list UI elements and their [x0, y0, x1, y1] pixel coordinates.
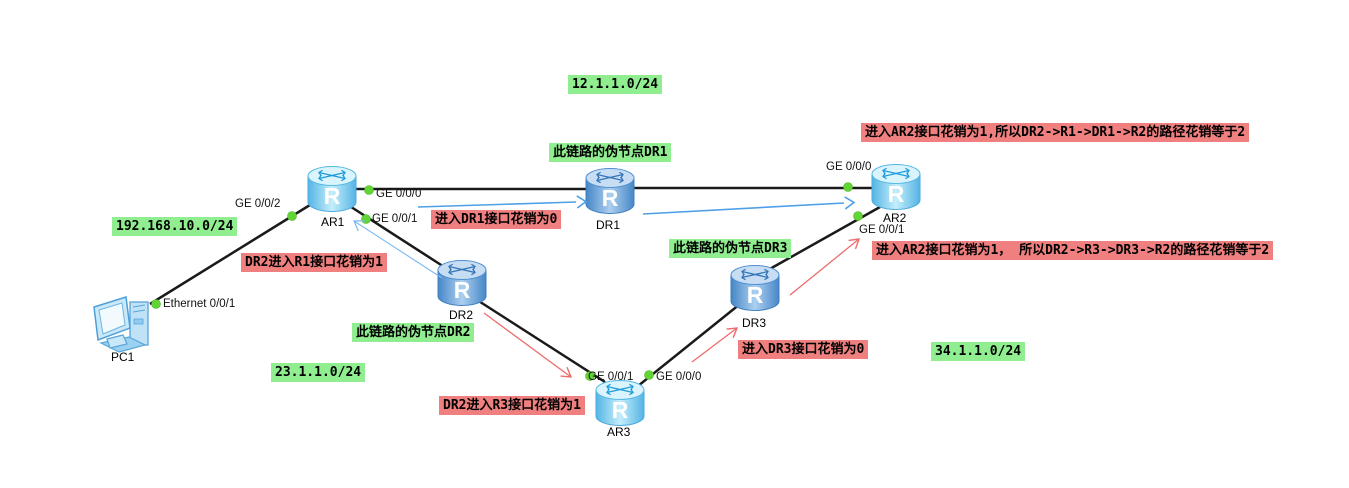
port-label-ar3-ge000: GE 0/0/0 — [656, 371, 702, 383]
port-label-ar1-ge002: GE 0/0/2 — [235, 198, 281, 210]
note-path-cost-via-dr3[interactable]: 进入AR2接口花销为1， 所以DR2->R3->DR3->R2的路径花销等于2 — [872, 241, 1274, 260]
blue-arrow-dr1-to-ar2 — [642, 196, 856, 215]
red-arrow-dr3-to-ar2 — [789, 238, 861, 296]
device-label-dr2: DR2 — [449, 308, 474, 322]
port-label-ar1-ge000: GE 0/0/0 — [376, 188, 422, 200]
port-dot-ar2-ge000 — [843, 182, 853, 192]
pc-icon-pc1[interactable] — [93, 296, 149, 353]
port-label-ar2-ge000: GE 0/0/0 — [826, 161, 872, 173]
note-pseudonode-dr3[interactable]: 此链路的伪节点DR3 — [669, 239, 792, 258]
port-dot-ar1-ge001 — [361, 214, 371, 224]
port-label-ar1-ge001: GE 0/0/1 — [372, 213, 418, 225]
note-network-192-168-10[interactable]: 192.168.10.0/24 — [112, 217, 238, 236]
port-dot-ar3-ge001 — [585, 371, 595, 381]
router-icon-ar2[interactable] — [872, 165, 920, 210]
device-label-dr3: DR3 — [742, 316, 767, 330]
port-dot-ar2-ge001 — [853, 211, 863, 221]
note-pseudonode-dr2[interactable]: 此链路的伪节点DR2 — [352, 323, 475, 342]
port-dot-ar1-ge000 — [364, 185, 374, 195]
device-label-dr1: DR1 — [596, 218, 621, 232]
router-icon-dr2[interactable] — [438, 261, 486, 306]
link-ar1-dr2 — [344, 201, 453, 274]
port-dot-ar1-ge002 — [287, 211, 297, 221]
router-icon-dr3[interactable] — [731, 266, 779, 311]
red-arrow-ar3-to-dr3 — [691, 327, 739, 363]
port-dots — [151, 182, 863, 381]
note-network-23-1-1[interactable]: 23.1.1.0/24 — [271, 363, 366, 382]
port-label-ar3-ge001: GE 0/0/1 — [588, 371, 634, 383]
device-label-ar1: AR1 — [321, 215, 345, 229]
port-label-ar2-ge001: GE 0/0/1 — [859, 224, 905, 236]
router-icon-dr1[interactable] — [586, 169, 634, 214]
note-path-cost-via-dr1[interactable]: 进入AR2接口花销为1,所以DR2->R1->DR1->R2的路径花销等于2 — [861, 123, 1250, 142]
note-network-34-1-1[interactable]: 34.1.1.0/24 — [931, 342, 1026, 361]
port-dot-pc1 — [151, 299, 161, 309]
link-ar3-dr3 — [637, 303, 741, 387]
note-pseudonode-dr1[interactable]: 此链路的伪节点DR1 — [549, 143, 672, 162]
port-dot-ar3-ge000 — [644, 370, 654, 380]
blue-arrow-ar1-to-dr1 — [417, 195, 588, 209]
router-icon-ar1[interactable] — [308, 167, 356, 212]
blue-arrow-dr2-to-ar1 — [353, 220, 443, 279]
device-label-ar3: AR3 — [607, 425, 631, 439]
note-cost-into-dr3[interactable]: 进入DR3接口花销为0 — [738, 340, 869, 359]
router-icon-ar3[interactable] — [596, 381, 644, 426]
device-label-pc1: PC1 — [111, 350, 135, 364]
port-label-pc1-eth001: Ethernet 0/0/1 — [163, 298, 236, 310]
red-arrow-dr2-to-ar3 — [483, 312, 573, 378]
note-network-12-1-1[interactable]: 12.1.1.0/24 — [568, 75, 663, 94]
note-cost-into-dr1[interactable]: 进入DR1接口花销为0 — [431, 210, 562, 229]
note-cost-dr2-into-r3[interactable]: DR2进入R3接口花销为1 — [439, 396, 585, 415]
link-dr2-ar3 — [473, 296, 606, 384]
note-cost-dr2-into-r1[interactable]: DR2进入R1接口花销为1 — [241, 253, 387, 272]
device-label-ar2: AR2 — [883, 211, 907, 225]
